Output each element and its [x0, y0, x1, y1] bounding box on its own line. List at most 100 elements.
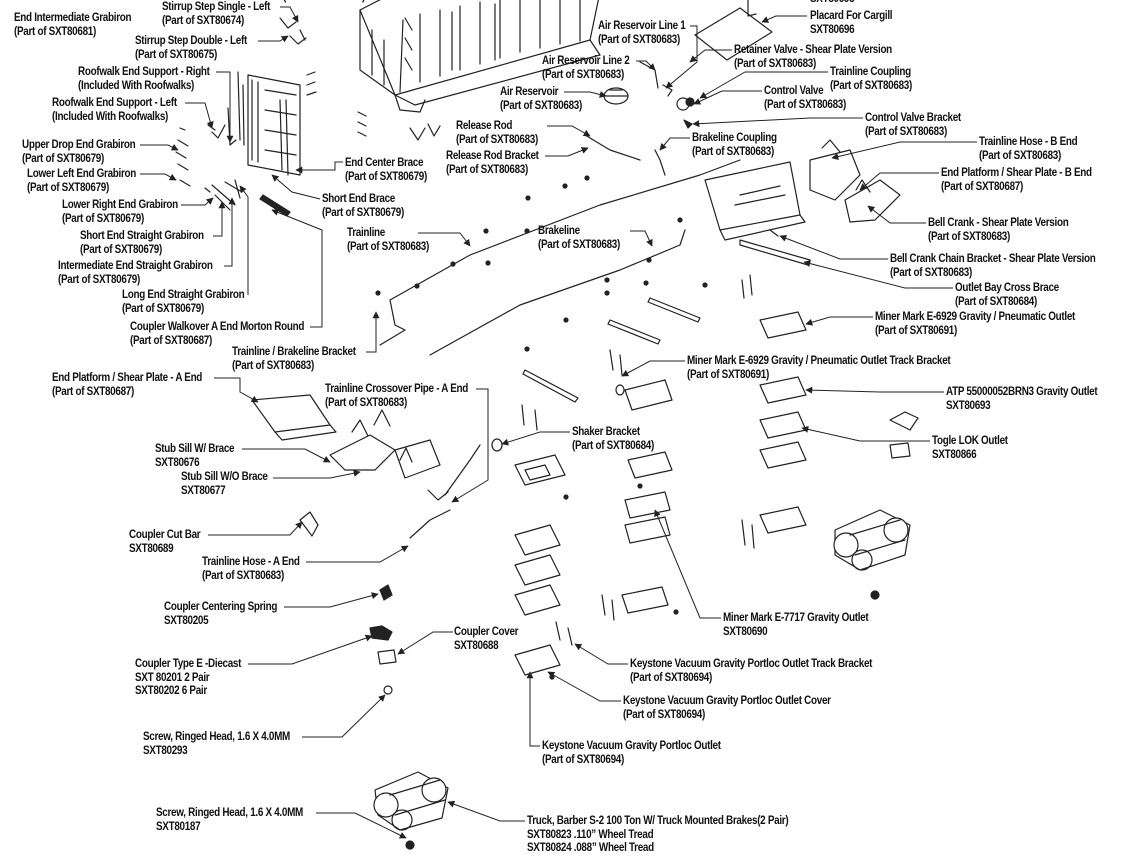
- callout-long-end-straight-grabiron: Long End Straight Grabiron(Part of SXT80…: [122, 289, 245, 316]
- leader-keystone-track-bracket: [574, 643, 628, 665]
- callout-title: Trainline Crossover Pipe - A End: [325, 383, 468, 395]
- callout-title: Air Reservoir Line 1: [598, 20, 686, 32]
- callout-part-number: (Part of SXT80679): [62, 212, 144, 225]
- leader-stirrup-step-double-left: [258, 35, 289, 43]
- callout-title: Shaker Bracket: [572, 426, 640, 438]
- callout-title: Lower Right End Grabiron: [62, 199, 178, 211]
- callout-title: Control Valve Bracket: [865, 112, 961, 124]
- callout-title: Roofwalk End Support - Left: [52, 97, 177, 109]
- leader-control-valve: [693, 90, 762, 105]
- callout-part-number: (Part of SXT80683): [890, 266, 972, 279]
- callout-lower-left-end-grabiron: Lower Left End Grabiron(Part of SXT80679…: [27, 168, 136, 195]
- leader-trainline-crossover-pipe: [451, 388, 489, 503]
- callout-miner-mark-e6929-outlet: Miner Mark E-6929 Gravity / Pneumatic Ou…: [875, 311, 1075, 338]
- callout-keystone-outlet-cover: Keystone Vacuum Gravity Portloc Outlet C…: [623, 695, 831, 722]
- callout-title: Keystone Vacuum Gravity Portloc Outlet: [542, 740, 721, 752]
- callout-part-number: (Part of SXT80683): [734, 57, 816, 70]
- piping-drawing: [379, 61, 741, 539]
- callout-part-number: (Part of SXT80683): [692, 145, 774, 158]
- callout-title: Air Reservoir: [500, 86, 559, 98]
- callout-part-number: SXT80676: [155, 456, 200, 469]
- leader-trainline-hose-b-end: [831, 141, 977, 160]
- leader-lower-left-end-grabiron: [140, 173, 177, 181]
- leader-coupler-cover: [397, 631, 453, 655]
- callout-top-cut-left: (Part of SXT80683): [283, 0, 365, 5]
- leader-brakeline: [630, 230, 653, 247]
- callout-title: Intermediate End Straight Grabiron: [58, 260, 213, 272]
- callout-part-number: (Included With Roofwalks): [52, 110, 169, 123]
- leader-placard-for-cargill: [761, 15, 807, 23]
- callout-part-number: (Part of SXT80679): [322, 206, 404, 219]
- a-end-platform-drawing: [251, 394, 441, 479]
- callout-part-number: (Part of SXT80683): [542, 68, 624, 81]
- callout-part-number: SXT80866: [932, 448, 977, 461]
- callout-title: Short End Brace: [322, 193, 395, 205]
- callout-part-number: SXT 80201 2 Pair: [135, 671, 210, 684]
- callout-part-number: (Part of SXT80683): [598, 33, 680, 46]
- callout-part-number: (Part of SXT80683): [538, 238, 620, 251]
- callout-part-number: (Part of SXT80679): [22, 152, 104, 165]
- leader-shaker-bracket: [501, 431, 570, 446]
- callout-title: Miner Mark E-7717 Gravity Outlet: [723, 612, 869, 624]
- callout-title: Trainline: [347, 227, 385, 239]
- callout-brakeline-coupling: Brakeline Coupling(Part of SXT80683): [692, 132, 777, 159]
- callout-title: Release Rod: [456, 120, 513, 132]
- callout-part-number: SXT80696: [810, 23, 855, 36]
- leader-air-reservoir-line-2: [636, 60, 656, 71]
- callout-title: Long End Straight Grabiron: [122, 289, 245, 301]
- leader-stub-sill-w-brace: [242, 448, 331, 463]
- callout-title: Stub Sill W/ Brace: [155, 443, 235, 455]
- leader-short-end-straight-grabiron: [213, 201, 226, 237]
- callout-part-number: (Part of SXT80683): [928, 230, 1010, 243]
- truck-assemblies-drawing: [373, 509, 911, 831]
- callout-title: (Part of SXT80683): [283, 0, 365, 5]
- callout-title: Togle LOK Outlet: [932, 435, 1008, 447]
- callout-end-platform-b-end: End Platform / Shear Plate - B End(Part …: [941, 167, 1092, 194]
- b-end-platform-drawing: [704, 139, 901, 266]
- callout-part-number: (Part of SXT80694): [623, 708, 705, 721]
- leader-coupler-walkover-a-end: [271, 209, 323, 328]
- leader-togle-lok-outlet: [801, 425, 930, 442]
- callout-title: Screw, Ringed Head, 1.6 X 4.0MM: [143, 731, 290, 743]
- outlet-frames-drawing: [514, 311, 919, 676]
- callout-keystone-outlet: Keystone Vacuum Gravity Portloc Outlet(P…: [542, 740, 721, 767]
- callout-control-valve-bracket: Control Valve Bracket(Part of SXT80683): [865, 112, 961, 139]
- callout-control-valve: Control Valve(Part of SXT80683): [764, 85, 846, 112]
- hopper-car-body-drawing: [359, 0, 601, 113]
- callout-release-rod-bracket: Release Rod Bracket(Part of SXT80683): [446, 150, 539, 177]
- leader-atp-gravity-outlet: [805, 386, 944, 394]
- callout-title: Brakeline Coupling: [692, 132, 777, 144]
- callout-title: Retainer Valve - Shear Plate Version: [734, 44, 892, 56]
- callout-trainline-brakeline-bracket: Trainline / Brakeline Bracket(Part of SX…: [232, 346, 356, 373]
- leader-intermediate-end-straight-grabiron: [224, 197, 236, 267]
- callout-keystone-track-bracket: Keystone Vacuum Gravity Portloc Outlet T…: [630, 658, 872, 685]
- callout-part-number: (Part of SXT80683): [446, 163, 528, 176]
- callout-outlet-bay-cross-brace: Outlet Bay Cross Brace(Part of SXT80684): [955, 282, 1059, 309]
- callout-title: Outlet Bay Cross Brace: [955, 282, 1059, 294]
- callout-trainline-coupling: Trainline Coupling(Part of SXT80683): [830, 66, 912, 93]
- leader-stirrup-step-single-left: [280, 6, 299, 23]
- callout-coupler-walkover-a-end: Coupler Walkover A End Morton Round(Part…: [130, 321, 304, 348]
- callout-bell-crank: Bell Crank - Shear Plate Version(Part of…: [928, 217, 1069, 244]
- callout-title: Placard For Cargill: [810, 10, 893, 22]
- callout-trainline-hose-a-end: Trainline Hose - A End(Part of SXT80683): [202, 556, 300, 583]
- callout-part-number: SXT80693: [946, 399, 991, 412]
- callout-title: Trainline Hose - B End: [979, 136, 1078, 148]
- callout-part-number: (Part of SXT80679): [58, 273, 140, 286]
- callout-part-number: SXT80293: [143, 744, 188, 757]
- callout-title: Air Reservoir Line 2: [542, 55, 630, 67]
- callout-part-number: SXT80205: [164, 614, 209, 627]
- leader-end-platform-b-end: [859, 172, 939, 191]
- leader-coupler-centering-spring: [284, 592, 379, 608]
- leader-short-end-brace: [271, 174, 321, 200]
- callout-part-number: (Part of SXT80691): [687, 368, 769, 381]
- leader-roofwalk-end-support-right: [216, 71, 234, 143]
